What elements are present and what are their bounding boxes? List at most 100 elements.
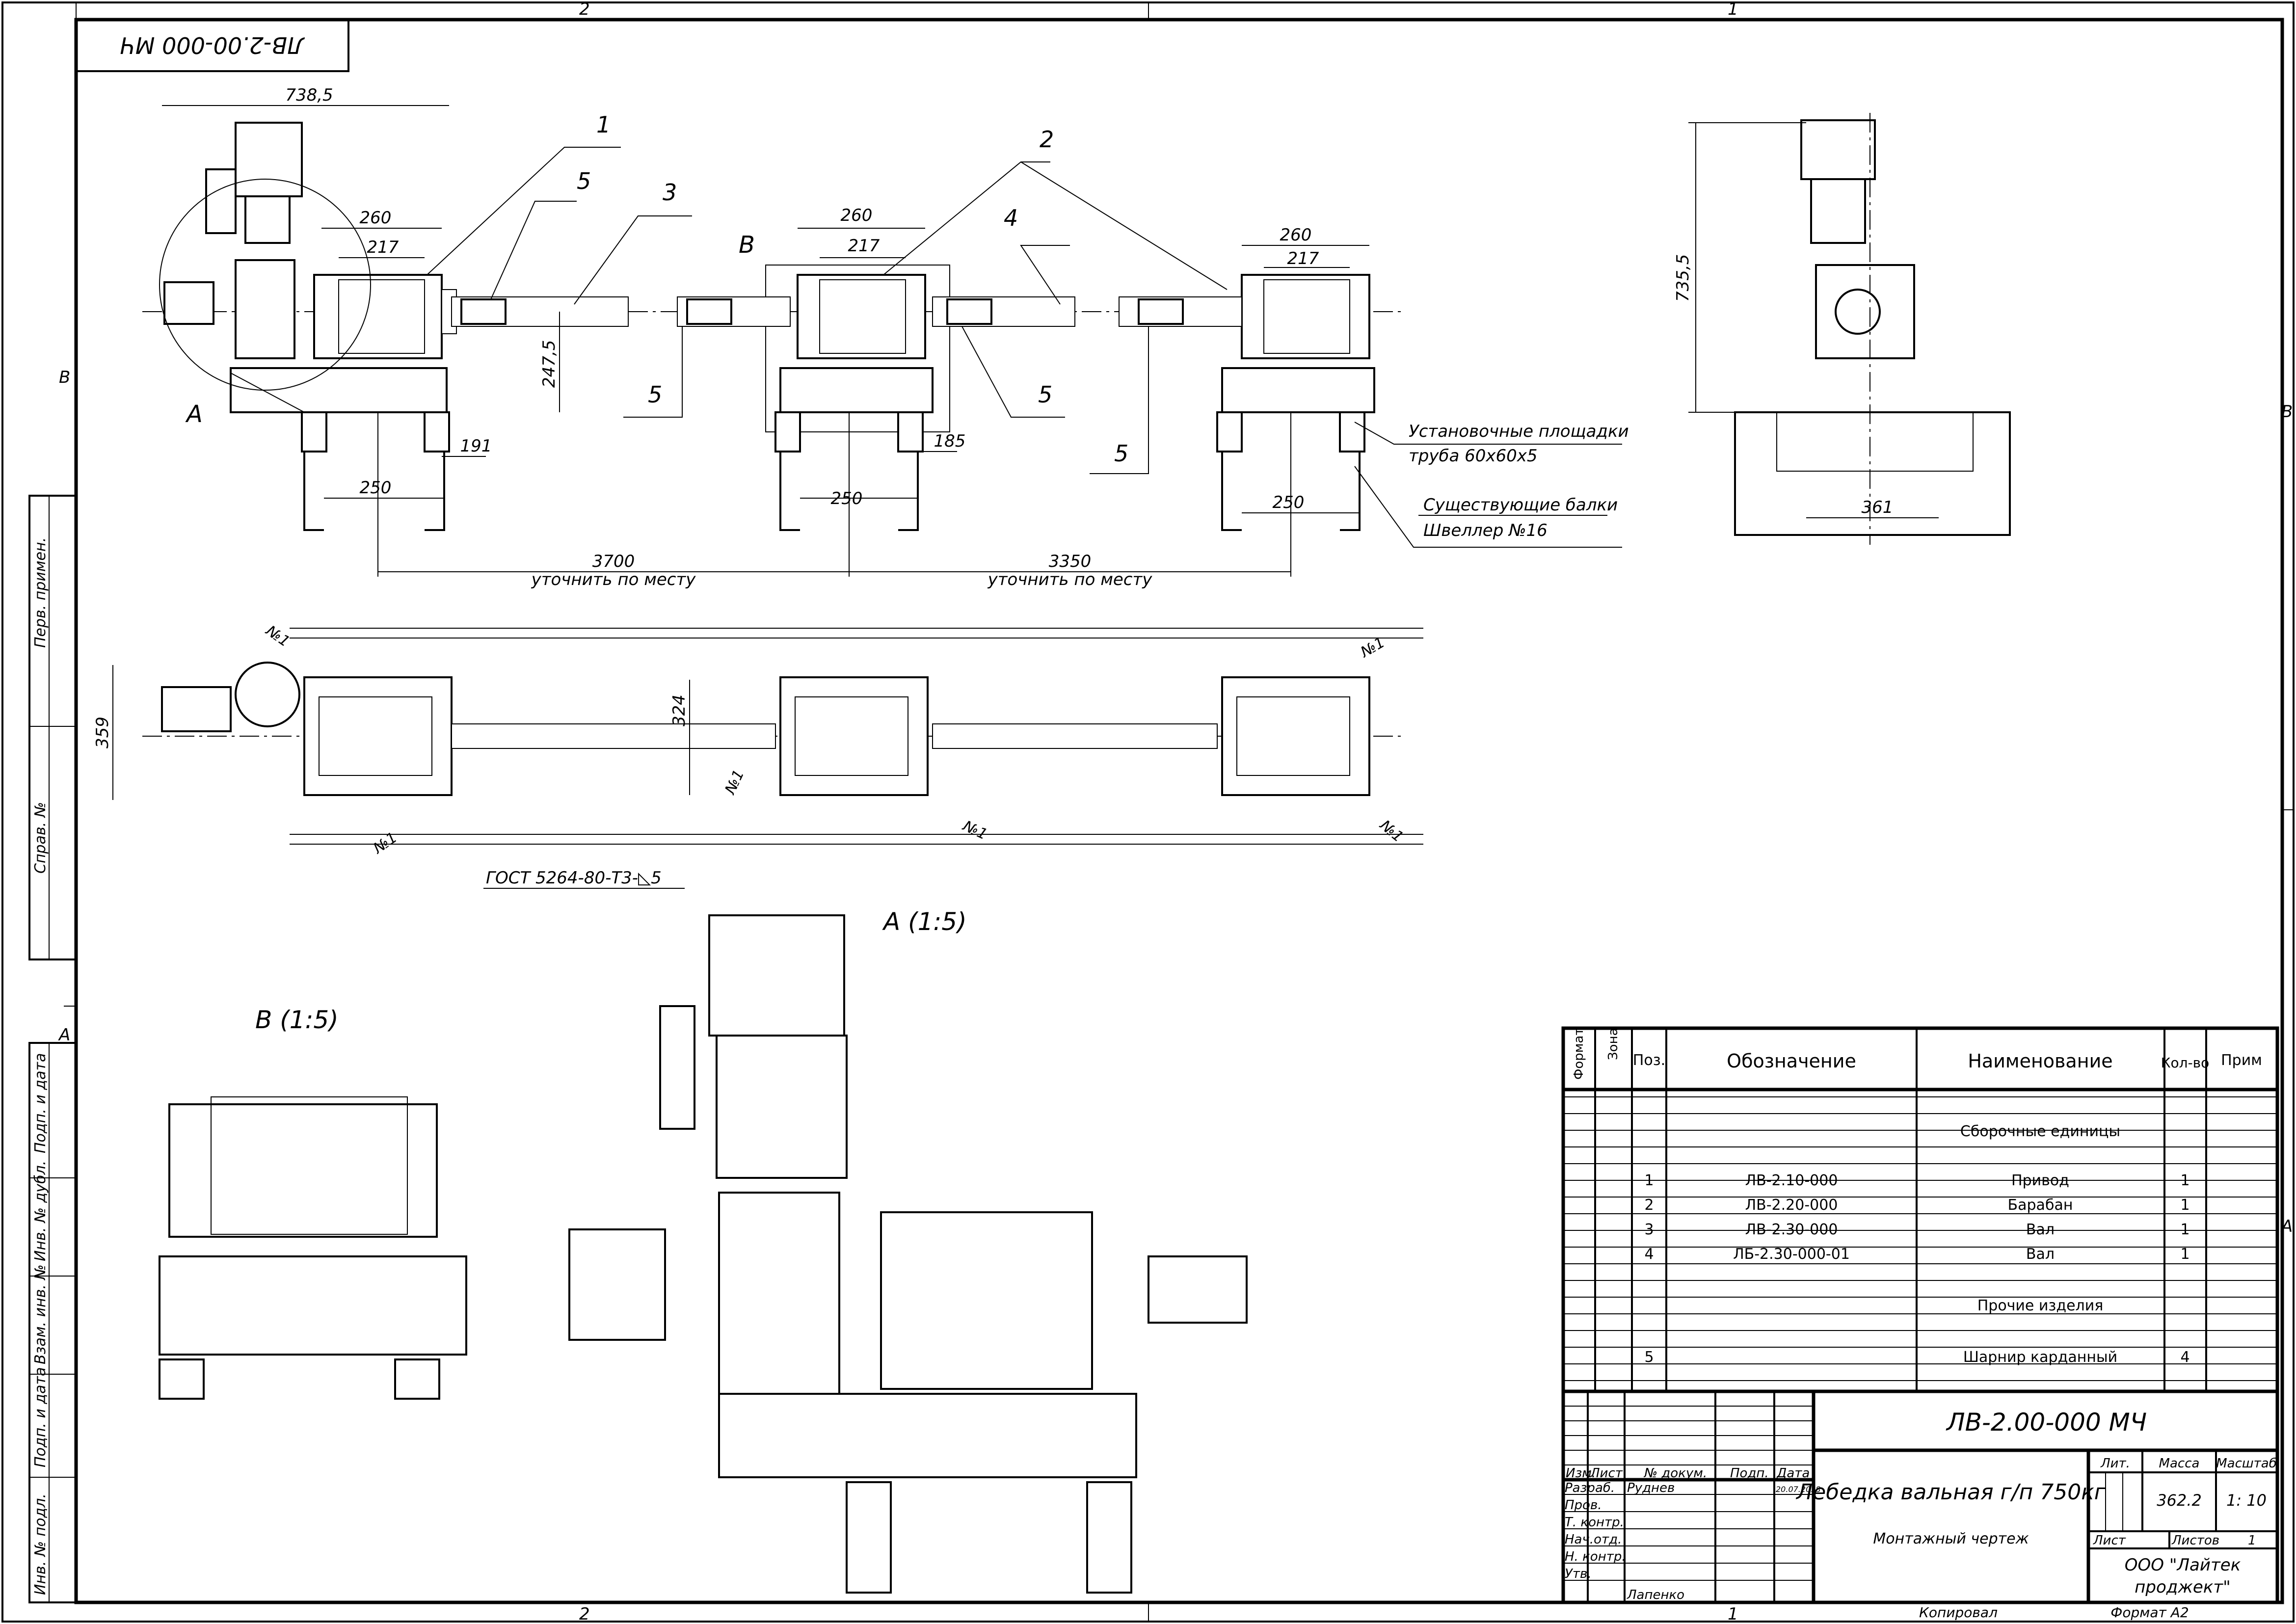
spec-section-assembly: Сборочные единицы [1960, 1123, 2120, 1140]
spec-header-note: Прим [2221, 1052, 2262, 1069]
tb-approver: Лапенко [1627, 1588, 1684, 1602]
spec-row-pos: 5 [1644, 1349, 1654, 1366]
tb-scale: 1: 10 [2226, 1491, 2267, 1510]
note-beams: Существующие балки [1423, 495, 1618, 515]
winch-unit-1 [159, 122, 457, 531]
side-view [1688, 113, 2011, 545]
note-tube: труба 60х60х5 [1409, 446, 1538, 466]
detail-b [159, 1096, 467, 1400]
spec-header-pos: Поз. [1633, 1052, 1665, 1069]
dim-217-a: 217 [367, 238, 399, 257]
spec-row-code: ЛВ-2.10-000 [1745, 1172, 1838, 1189]
spec-section-other: Прочие изделия [1977, 1297, 2104, 1314]
spec-table [1561, 1026, 2279, 1393]
detail-b-title: B (1:5) [255, 1006, 339, 1034]
zone-left-b: B [59, 368, 70, 387]
zone-top-2: 2 [579, 0, 590, 19]
tb-col-sign: Подп. [1730, 1466, 1769, 1481]
spec-row-qty: 4 [2180, 1349, 2189, 1366]
winch-unit-2 [765, 265, 950, 531]
dim-361: 361 [1862, 498, 1894, 517]
strip-label-2: Подп. и дата [32, 1053, 49, 1153]
detail-a-title: A (1:5) [882, 907, 967, 936]
spec-header-name: Наименование [1968, 1050, 2112, 1072]
dim-260-b: 260 [841, 206, 873, 225]
title-block [1561, 1389, 2279, 1604]
gost-note: ГОСТ 5264-80-Т3-◺5 [486, 868, 662, 888]
tb-date: 20.07.2018 [1776, 1485, 1821, 1494]
callout-5-a: 5 [577, 168, 591, 194]
tb-sheets-label: Листов [2171, 1533, 2219, 1548]
dim-191: 191 [460, 436, 492, 456]
tb-company-line2: проджект" [2135, 1577, 2231, 1597]
front-view: 738,5 260 217 260 217 260 217 247,5 191 … [142, 85, 1629, 589]
callout-5-c: 5 [1038, 381, 1052, 408]
weld-1-e: №1 [960, 817, 990, 844]
dim-note-3350: уточнить по месту [988, 570, 1153, 589]
spec-row-qty: 1 [2180, 1221, 2189, 1238]
spec-header-zone: Зона [1606, 1028, 1621, 1060]
tb-mass: 362.2 [2157, 1491, 2202, 1510]
tb-col-izm: Изм. [1566, 1466, 1596, 1481]
tb-role-approve: Утв. [1565, 1567, 1592, 1581]
stamp-code-box: ЛВ-2.00-000 МЧ [75, 19, 349, 72]
shafts [451, 296, 1242, 327]
spec-row-qty: 1 [2180, 1172, 2189, 1189]
strip-label-5: Подп. и дата [32, 1367, 49, 1467]
spec-row-qty: 1 [2180, 1197, 2189, 1214]
spec-row-4: 4 ЛБ-2.30-000-01 Вал 1 [1644, 1246, 2189, 1263]
spec-header-format: Формат [1572, 1028, 1586, 1080]
dim-359: 359 [93, 717, 112, 748]
spec-header-qty: Кол-во [2161, 1055, 2210, 1071]
zone-left-a: A [58, 1025, 70, 1045]
callout-2: 2 [1040, 126, 1054, 153]
view-label-a: A [185, 400, 203, 428]
view-label-b: B [739, 231, 755, 259]
stamp-code-text: ЛВ-2.00-000 МЧ [120, 32, 305, 58]
callout-4: 4 [1004, 205, 1018, 231]
zone-bottom-2: 2 [579, 1604, 590, 1624]
callout-1: 1 [596, 111, 611, 138]
dim-250-b: 250 [831, 489, 863, 508]
dim-250-c: 250 [1273, 493, 1305, 512]
callout-3: 3 [663, 179, 677, 206]
dim-3700: 3700 [592, 552, 635, 571]
note-platforms: Установочные площадки [1409, 422, 1629, 441]
callout-leaders [427, 147, 1622, 548]
spec-row-pos: 3 [1644, 1221, 1654, 1238]
tb-company-line1: ООО "Лайтек [2125, 1555, 2241, 1575]
title-name: Лебедка вальная г/п 750кг [1795, 1480, 2106, 1505]
spec-row-2: 2 ЛВ-2.20-000 Барабан 1 [1644, 1197, 2189, 1214]
left-strip: Перв. примен. Справ. № Подп. и дата Инв.… [28, 495, 77, 1603]
spec-row-pos: 1 [1644, 1172, 1654, 1189]
callout-5-b: 5 [648, 381, 662, 408]
zone-right-b: B [2281, 402, 2293, 422]
dim-note-3700: уточнить по месту [531, 570, 696, 589]
dim-260-c: 260 [1280, 225, 1312, 245]
dim-185: 185 [934, 431, 966, 451]
spec-row-qty: 1 [2180, 1246, 2189, 1263]
dim-247: 247,5 [539, 340, 559, 388]
dim-324: 324 [669, 694, 689, 726]
winch-unit-3 [1216, 274, 1375, 531]
spec-row-name: Барабан [2008, 1197, 2073, 1214]
strip-label-3: Инв. № дубл. [32, 1161, 49, 1261]
dim-217-b: 217 [848, 236, 880, 256]
title-doc-type: Монтажный чертеж [1873, 1530, 2029, 1547]
zone-right-a: A [2280, 1217, 2293, 1236]
strip-label-0: Перв. примен. [32, 537, 49, 648]
tb-developer: Руднев [1627, 1481, 1675, 1495]
spec-row-code: ЛВ-2.30-000 [1745, 1221, 1838, 1238]
tb-mass-label: Масса [2159, 1456, 2200, 1471]
tb-sheets: 1 [2248, 1533, 2256, 1548]
tb-sheet-label: Лист [2093, 1533, 2126, 1548]
spec-row-name: Шарнир карданный [1963, 1349, 2117, 1366]
spec-row-3: 3 ЛВ-2.30-000 Вал 1 [1644, 1221, 2189, 1238]
callout-5-d: 5 [1114, 440, 1128, 467]
tb-role-head: Нач.отд. [1565, 1532, 1622, 1547]
tb-role-dev: Разраб. [1565, 1481, 1615, 1495]
strip-label-4: Взам. инв. № [32, 1264, 49, 1364]
tb-role-check: Пров. [1565, 1498, 1602, 1513]
